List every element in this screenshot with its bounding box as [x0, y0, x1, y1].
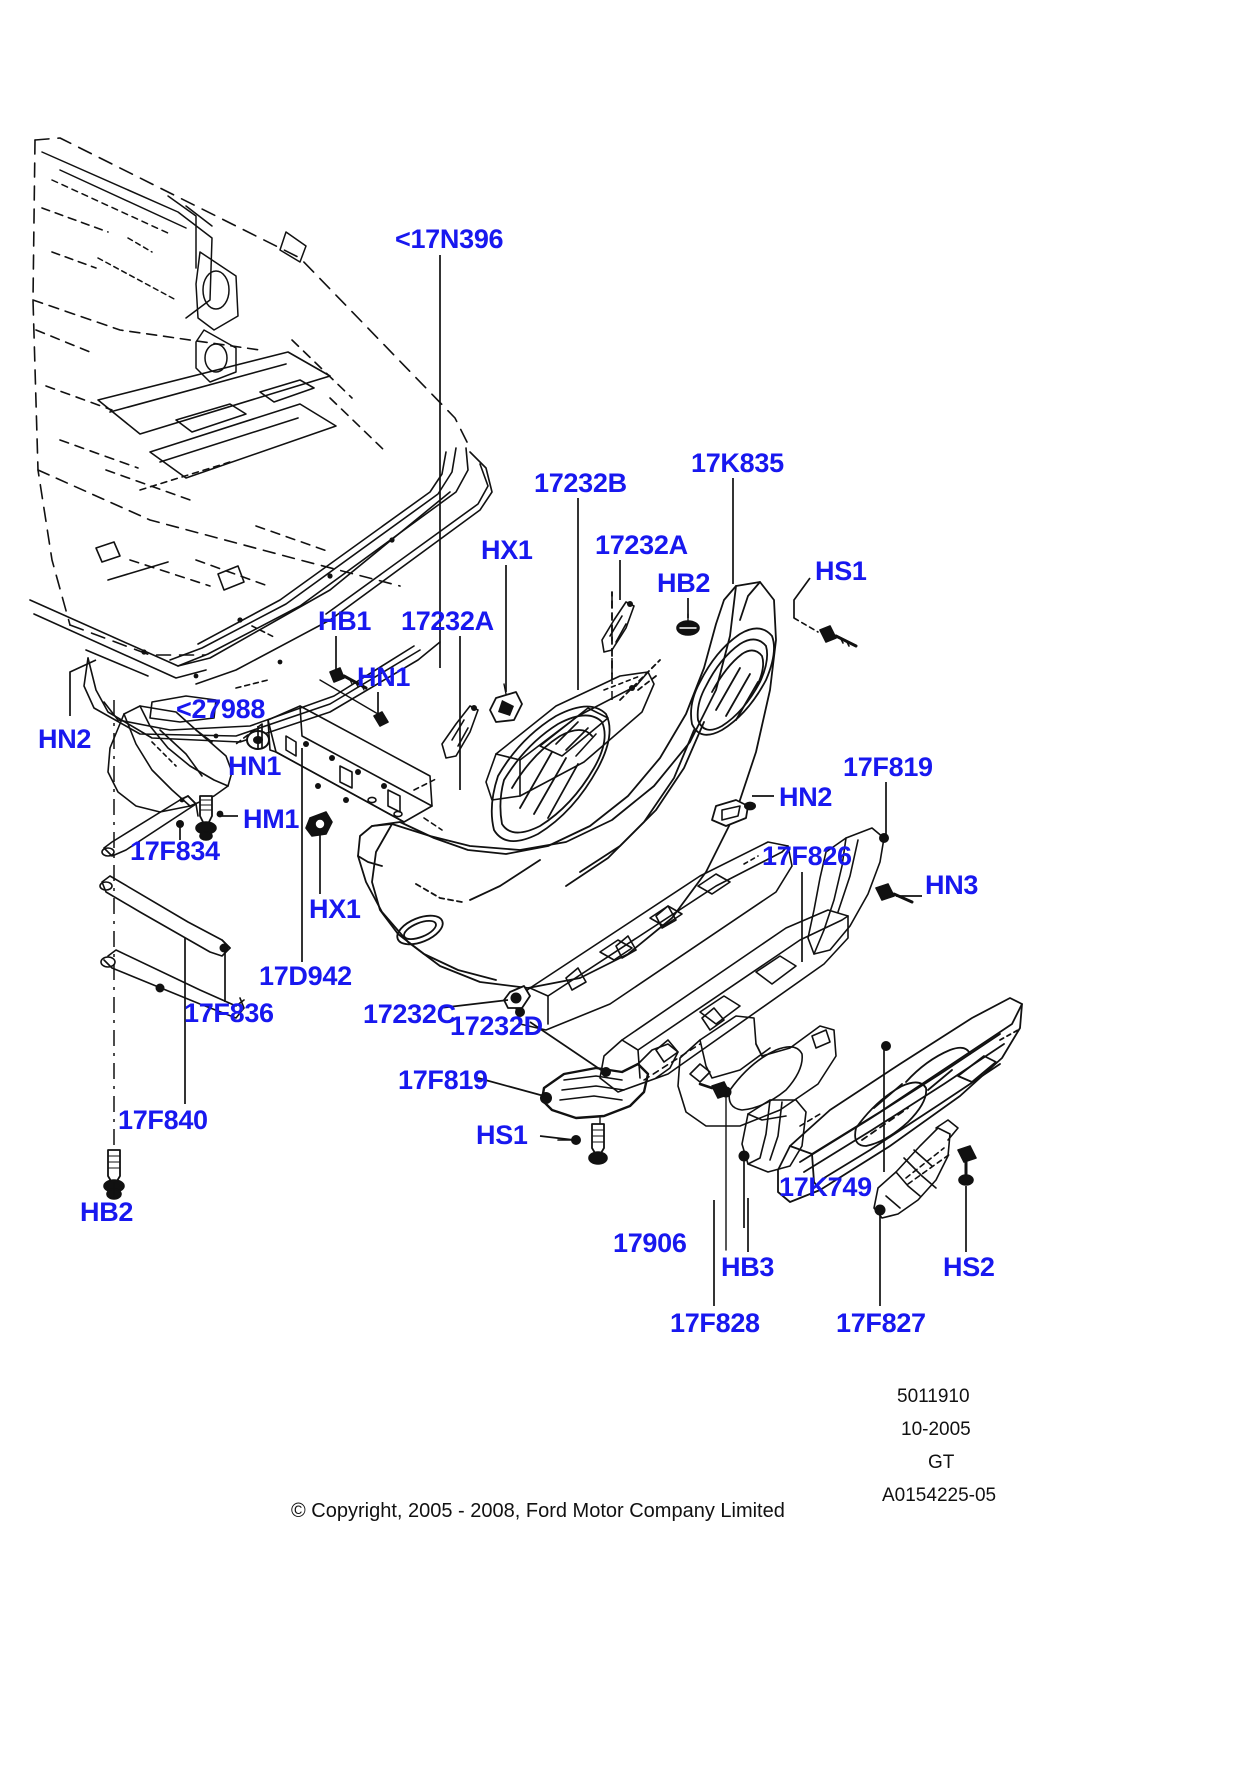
callout-hn1-upper[interactable]: HN1 — [357, 662, 411, 692]
drawing-number: 5011910 — [897, 1386, 970, 1407]
part-17f826-valance — [513, 841, 793, 1031]
part-hb1-bolt — [329, 667, 368, 691]
callout-17k835[interactable]: 17K835 — [691, 448, 784, 478]
part-17k749-beam — [777, 997, 1023, 1203]
part-17906-endcap — [738, 1099, 821, 1173]
callout-hb1[interactable]: HB1 — [318, 606, 372, 636]
part-bracket-plate-cutouts — [677, 1015, 837, 1127]
part-hb2-nut-centre — [676, 613, 700, 636]
callout-17f827[interactable]: 17F827 — [836, 1308, 926, 1338]
callout-hx1-left[interactable]: HX1 — [309, 894, 361, 924]
callout-hb2-bottom[interactable]: HB2 — [80, 1197, 134, 1227]
leader-hn2-left — [69, 659, 97, 716]
part-hs1-screw-lower — [557, 1123, 608, 1165]
part-17f836-brace — [99, 875, 245, 1019]
callout-17f840[interactable]: 17F840 — [118, 1105, 208, 1135]
callout-hs2[interactable]: HS2 — [943, 1252, 995, 1282]
callout-hm1[interactable]: HM1 — [243, 804, 300, 834]
callout-hn3[interactable]: HN3 — [925, 870, 979, 900]
part-hn3-screw — [875, 883, 914, 904]
part-hn2-clip-right — [711, 799, 756, 827]
part-hx1-clip-centre — [489, 683, 523, 723]
part-hs1-screw-upper — [793, 617, 858, 648]
part-17232a-clip-2 — [601, 601, 635, 653]
callout-17f819-right[interactable]: 17F819 — [843, 752, 933, 782]
part-hb3-fastener — [698, 1081, 732, 1251]
leader-hs1-lower — [539, 1135, 575, 1141]
part-17d942-crossmember — [235, 705, 443, 831]
part-17232c-clip — [503, 985, 531, 1009]
leader-hs1-upper — [793, 577, 811, 618]
part-17f827-fin — [873, 1119, 959, 1219]
leader-17232c — [439, 999, 509, 1009]
callout-hn2-right[interactable]: HN2 — [779, 782, 833, 812]
callout-hs1-upper[interactable]: HS1 — [815, 556, 867, 586]
callout-17f836[interactable]: 17F836 — [184, 998, 274, 1028]
roof-frame-detail — [41, 151, 307, 383]
part-27988-bracket — [107, 705, 233, 813]
callout-hn2-left[interactable]: HN2 — [38, 724, 92, 754]
callout-17906[interactable]: 17906 — [613, 1228, 687, 1258]
part-17f819-fin-lower — [540, 1043, 701, 1159]
trunk-panel-ribs — [95, 351, 337, 591]
callout-hb3[interactable]: HB3 — [721, 1252, 775, 1282]
callout-27988[interactable]: <27988 — [176, 694, 266, 724]
callout-hb2-centre[interactable]: HB2 — [657, 568, 711, 598]
reference-code: A0154225-05 — [882, 1485, 997, 1506]
part-17232b-trim — [485, 671, 655, 801]
callout-17f819-lower[interactable]: 17F819 — [398, 1065, 488, 1095]
callout-17232c[interactable]: 17232C — [363, 999, 456, 1029]
callout-17f826[interactable]: 17F826 — [762, 841, 852, 871]
callout-hs1-lower[interactable]: HS1 — [476, 1120, 528, 1150]
callout-17232a-upper[interactable]: 17232A — [595, 530, 688, 560]
callout-17n396[interactable]: <17N396 — [395, 224, 504, 254]
part-hs2-screw — [957, 1145, 977, 1186]
drawing-date: 10-2005 — [901, 1419, 971, 1440]
copyright-notice: © Copyright, 2005 - 2008, Ford Motor Com… — [291, 1500, 785, 1522]
model-code: GT — [928, 1452, 955, 1473]
callout-17232a-left[interactable]: 17232A — [401, 606, 494, 636]
part-hn1-stud — [319, 679, 389, 727]
callout-17k749[interactable]: 17K749 — [779, 1172, 872, 1202]
body-shell-outline — [32, 137, 471, 656]
callout-hx1-centre[interactable]: HX1 — [481, 535, 533, 565]
callout-17f828[interactable]: 17F828 — [670, 1308, 760, 1338]
part-17n396-rear-panel — [29, 447, 493, 685]
leader-17f819-lower — [477, 1077, 545, 1097]
part-hx1-clip-left — [305, 811, 333, 837]
body-lower-valance — [83, 641, 441, 743]
part-17k835-bumper-cover — [357, 581, 777, 989]
callout-17f834[interactable]: 17F834 — [130, 836, 220, 866]
leader-17232d — [529, 1021, 605, 1073]
callout-hn1-lower[interactable]: HN1 — [228, 751, 282, 781]
callout-17232d[interactable]: 17232D — [450, 1011, 543, 1041]
callout-17232b[interactable]: 17232B — [534, 468, 627, 498]
callout-17d942[interactable]: 17D942 — [259, 961, 352, 991]
part-hm1-rivet — [195, 795, 224, 841]
